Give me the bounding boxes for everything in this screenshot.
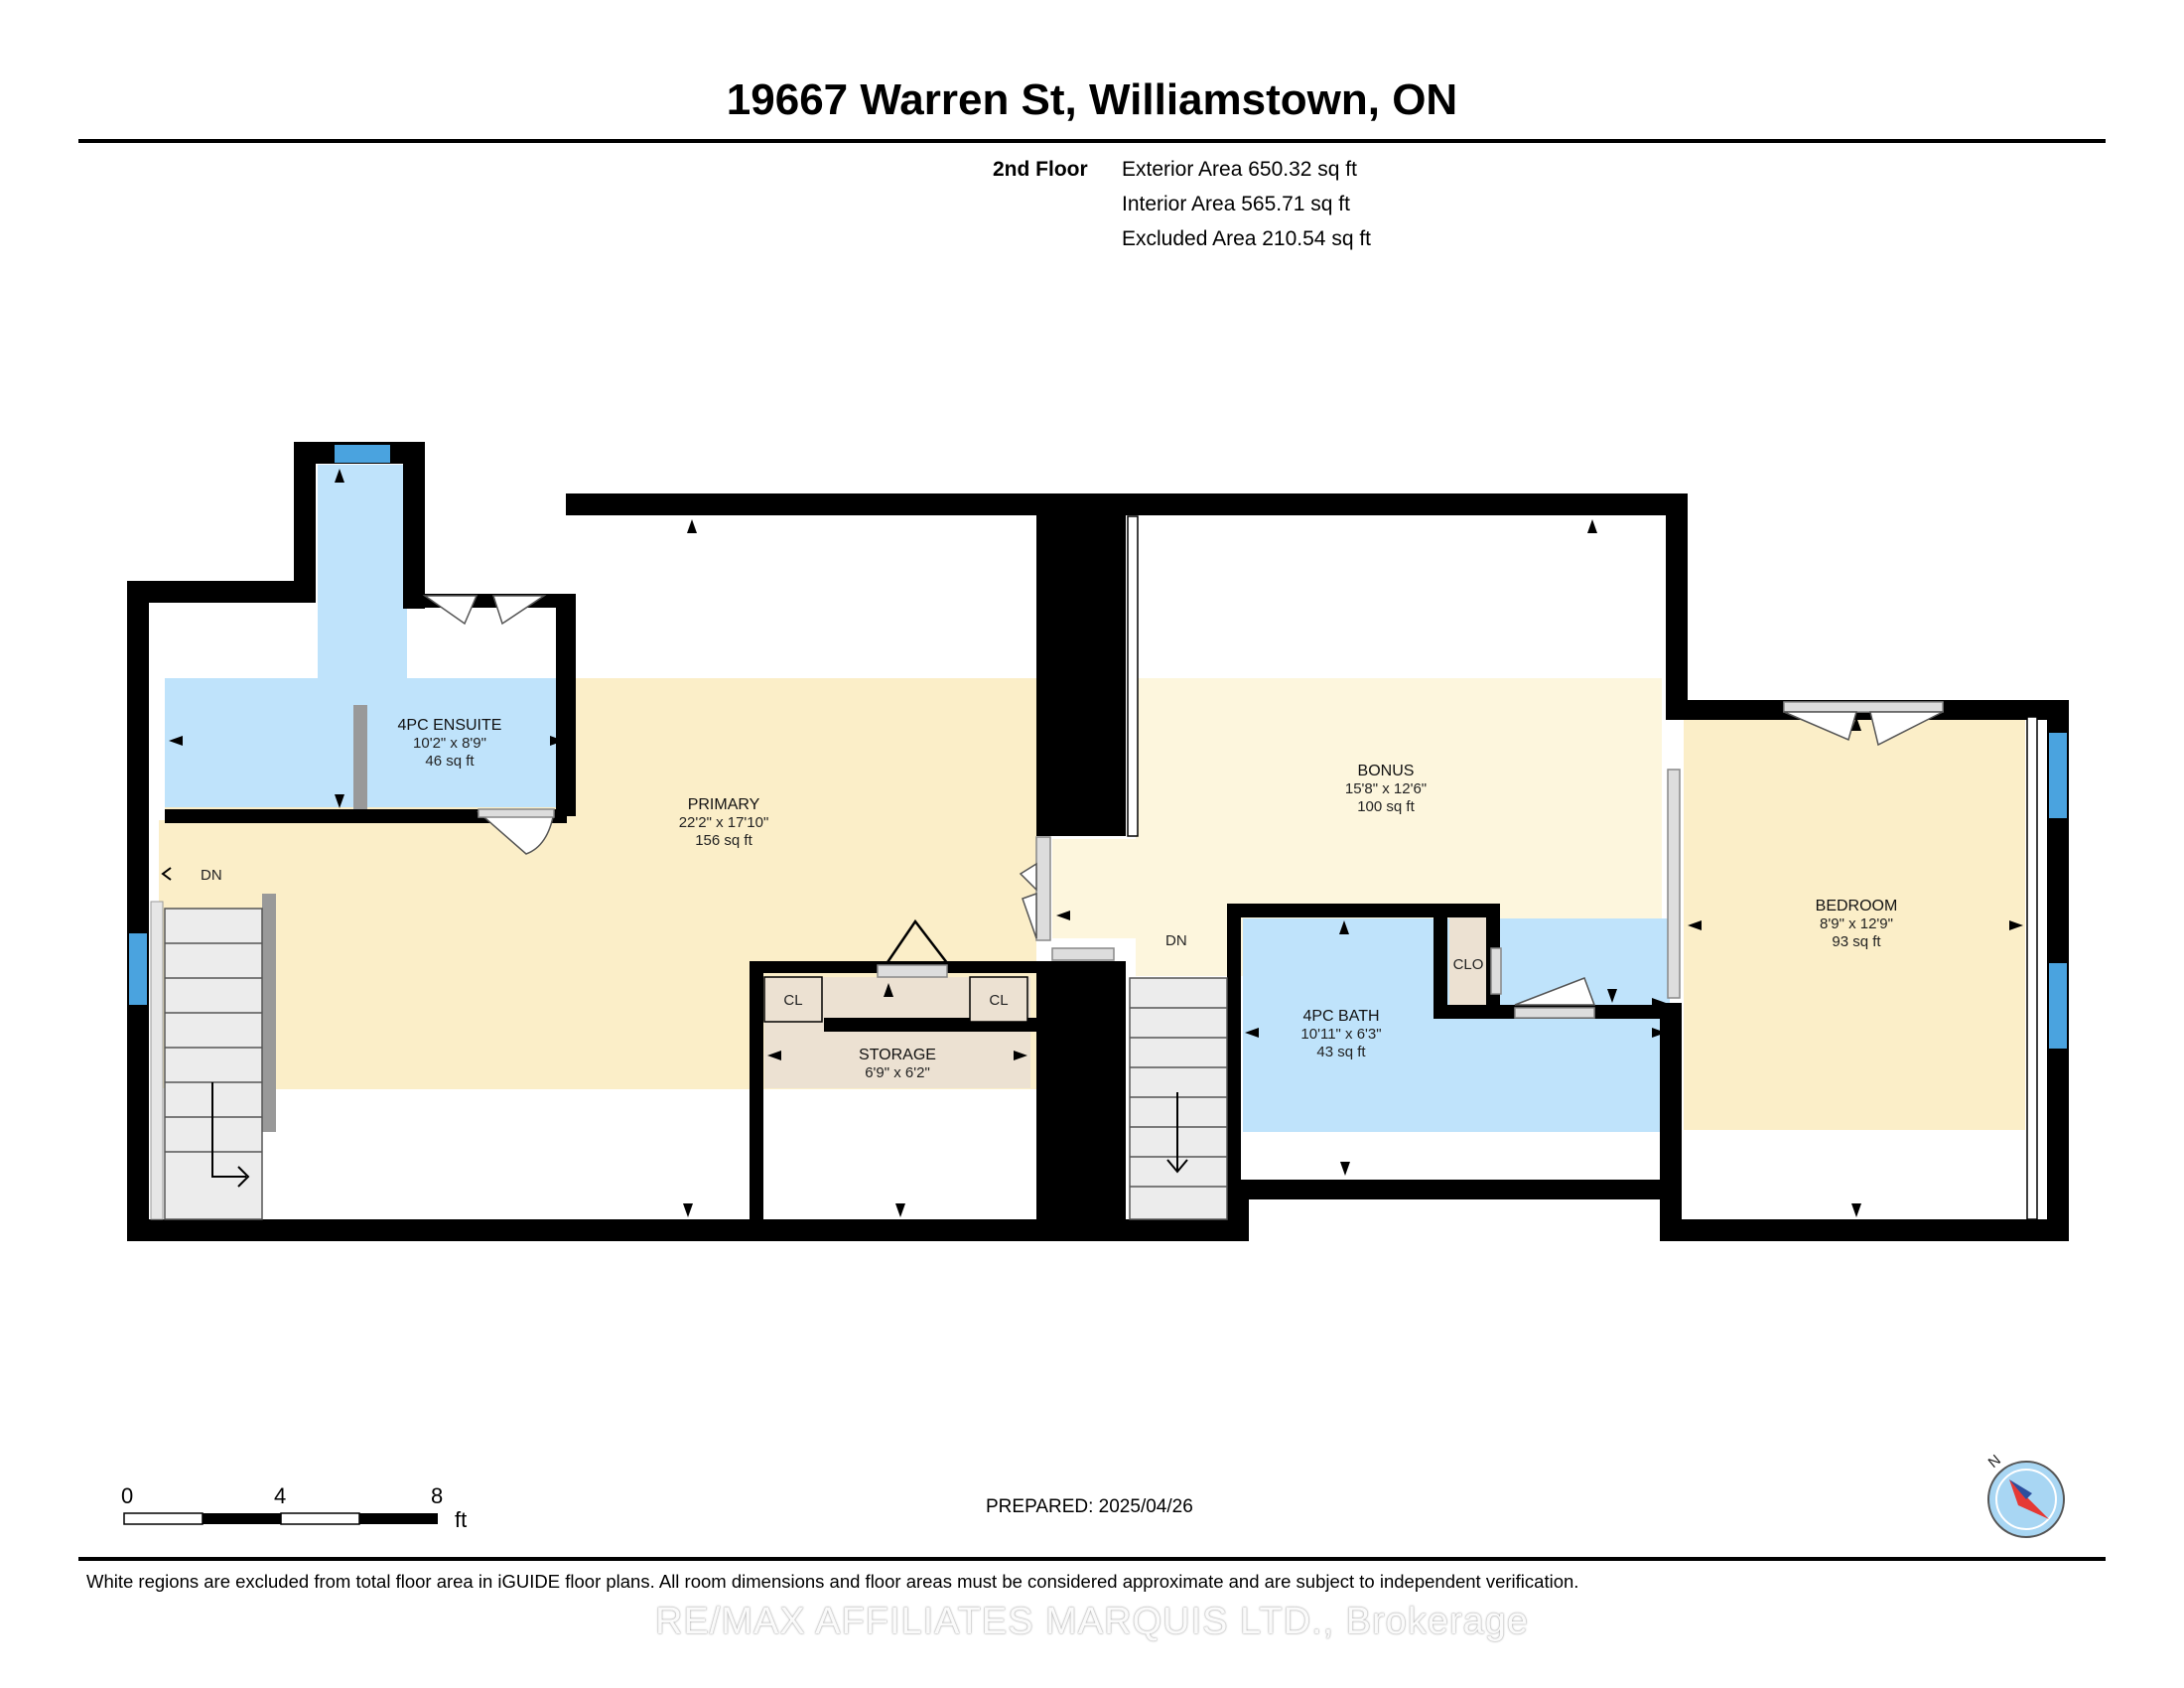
window-bedroom-bottom — [2049, 963, 2067, 1049]
wall-bath-left — [1227, 907, 1241, 1204]
bonus-fill-lower — [1052, 839, 1231, 938]
wall-bath-right — [1660, 1003, 1682, 1201]
scale-unit: ft — [455, 1507, 468, 1532]
bedroom-window-wall — [2026, 716, 2038, 1220]
chimney-lower — [1036, 961, 1126, 1241]
ensuite-area: 46 sq ft — [425, 753, 475, 770]
chimney-upper — [1036, 515, 1126, 836]
bonus-name: BONUS — [1358, 763, 1415, 779]
bonus-partition — [1127, 515, 1139, 837]
clo-fill — [1449, 914, 1489, 1008]
bedroom-area: 93 sq ft — [1832, 933, 1881, 950]
wall-ensuite-primary — [556, 594, 576, 816]
footnote: White regions are excluded from total fl… — [86, 1571, 1579, 1592]
bedroom-fill — [1684, 718, 2025, 1130]
prepared-date: PREPARED: 2025/04/26 — [986, 1496, 1193, 1517]
doors — [422, 595, 1944, 1019]
compass-icon — [1987, 1461, 2065, 1538]
bath-dims: 10'11" x 6'3" — [1300, 1026, 1381, 1043]
ensuite-fill-top — [318, 465, 407, 678]
scale-bar — [123, 1512, 438, 1525]
excluded-area: Excluded Area 210.54 sq ft — [1122, 227, 1372, 250]
header-rule — [78, 139, 2106, 143]
scale-label-0: 0 — [121, 1483, 134, 1508]
wall-bath-top — [1227, 904, 1500, 917]
wall-top-left — [127, 581, 316, 603]
wall-ensuite-right — [403, 442, 425, 609]
primary-area: 156 sq ft — [695, 832, 752, 849]
wall-ensuite-bottom — [165, 809, 567, 823]
ensuite-name: 4PC ENSUITE — [398, 717, 502, 734]
cl-right-fill — [969, 976, 1028, 1023]
stairs-right-label: DN — [1165, 932, 1187, 949]
interior-area: Interior Area 565.71 sq ft — [1122, 193, 1350, 215]
primary-name: PRIMARY — [688, 796, 760, 813]
wall-bath-bottom — [1227, 1180, 1682, 1199]
storage-dims: 6'9" x 6'2" — [865, 1064, 930, 1081]
windows — [129, 445, 2067, 1049]
window-left — [129, 933, 147, 1005]
floor-label: 2nd Floor — [993, 158, 1088, 181]
storage-name: STORAGE — [859, 1047, 936, 1063]
bonus-area: 100 sq ft — [1357, 798, 1415, 815]
window-ensuite — [335, 445, 390, 463]
dn-arrow-left-icon — [161, 867, 172, 881]
measure-arrows — [169, 469, 2023, 1217]
scale-label-8: 8 — [431, 1483, 444, 1508]
primary-dims: 22'2" x 17'10" — [679, 814, 769, 831]
window-bedroom-top — [2049, 733, 2067, 818]
cl-left-label: CL — [783, 992, 802, 1009]
stairs-left-arrow — [211, 1082, 246, 1178]
stairs-left — [150, 901, 263, 1220]
bedroom-dims: 8'9" x 12'9" — [1820, 915, 1893, 932]
exterior-area: Exterior Area 650.32 sq ft — [1122, 158, 1357, 181]
bonus-dims: 15'8" x 12'6" — [1345, 780, 1427, 797]
bath-name: 4PC BATH — [1302, 1008, 1379, 1025]
cl-right-label: CL — [989, 992, 1008, 1009]
bath-area: 43 sq ft — [1316, 1044, 1366, 1060]
wall-bonus-right — [1666, 493, 1688, 717]
stairs-left-label: DN — [201, 867, 222, 884]
clo-label: CLO — [1453, 956, 1484, 973]
plan-title: 19667 Warren St, Williamstown, ON — [726, 75, 1458, 124]
partitions — [262, 515, 2038, 1220]
wall-ensuite-left — [294, 442, 316, 603]
stairs-right — [1129, 977, 1228, 1220]
stair-rail — [262, 894, 276, 1132]
wall-top — [566, 493, 1688, 515]
compass-label: N — [1985, 1452, 2004, 1472]
scale-label-4: 4 — [274, 1483, 287, 1508]
wall-bottom-left — [127, 1219, 1249, 1241]
wall-storage-left — [750, 961, 763, 1221]
ensuite-vanity — [353, 705, 367, 809]
bedroom-name: BEDROOM — [1816, 898, 1898, 914]
watermark: RE/MAX AFFILIATES MARQUIS LTD., Brokerag… — [654, 1601, 1530, 1642]
footer-rule — [78, 1557, 2106, 1561]
wall-left — [127, 581, 149, 1241]
wall-clo-left — [1433, 904, 1447, 1019]
cl-left-fill — [763, 976, 823, 1023]
wall-bottom-right — [1660, 1219, 2067, 1241]
ensuite-dims: 10'2" x 8'9" — [413, 735, 486, 752]
room-labels: 4PC ENSUITE 10'2" x 8'9" 46 sq ft PRIMAR… — [398, 717, 1898, 1081]
walls — [127, 442, 2069, 1241]
